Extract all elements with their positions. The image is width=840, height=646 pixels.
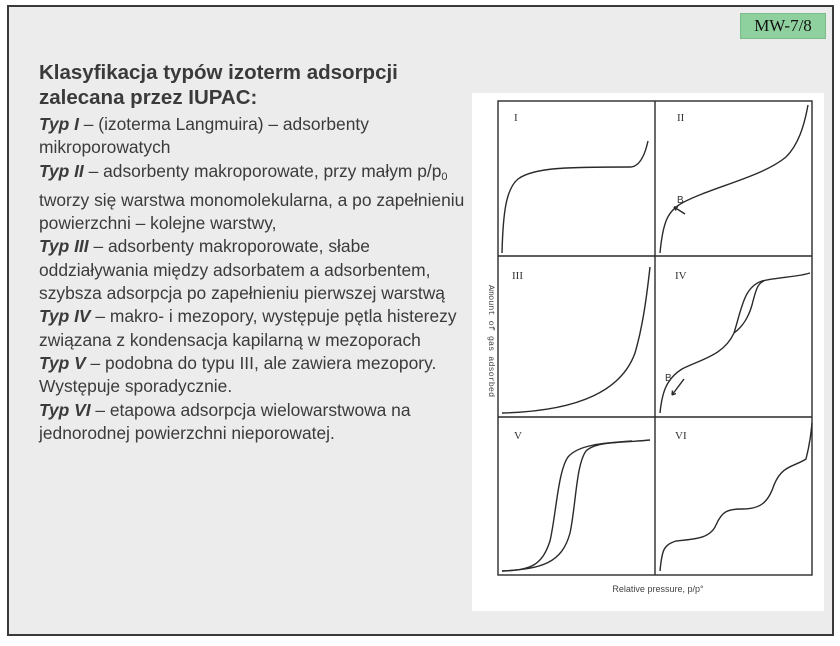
type-3-label: Typ III	[39, 236, 89, 257]
point-B-arrow-II	[673, 206, 686, 215]
type-3-text: – adsorbenty makroporowate, słabe oddzia…	[39, 236, 445, 304]
slide: MW-7/8 Klasyfikacja typów izoterm adsorp…	[7, 5, 834, 636]
type-2-item: Typ II – adsorbenty makroporowate, przy …	[39, 160, 469, 236]
point-label-B-II: B	[677, 195, 684, 206]
isotherm-curve-I	[501, 140, 649, 254]
type-2-text: – adsorbenty makroporowate, przy małym p…	[83, 160, 442, 181]
type-6-label: Typ VI	[39, 399, 91, 420]
y-axis-label: Amount of gas adsorbed	[486, 285, 496, 397]
type-4-label: Typ IV	[39, 306, 91, 327]
x-axis-label: Relative pressure, p/p°	[612, 584, 704, 594]
type-6-text: – etapowa adsorpcja wielowarstwowa na je…	[39, 399, 411, 443]
type-1-item: Typ I – (izoterma Langmuira) – adsorbent…	[39, 113, 469, 160]
type-5-label: Typ V	[39, 352, 86, 373]
isotherm-curve-IV-desorption	[733, 280, 765, 334]
isotherm-diagram: I II III IV V VI B B Amount of gas adsor…	[486, 100, 813, 594]
type-2-label: Typ II	[39, 160, 84, 181]
type-3-item: Typ III – adsorbenty makroporowate, słab…	[39, 235, 469, 305]
slide-number-badge: MW-7/8	[740, 13, 826, 39]
type-5-item: Typ V – podobna do typu III, ale zawiera…	[39, 352, 469, 399]
panel-label-I: I	[514, 112, 518, 124]
isotherm-figure: I II III IV V VI B B Amount of gas adsor…	[472, 93, 824, 611]
isotherm-curve-VI	[659, 422, 813, 572]
isotherm-type-list: Typ I – (izoterma Langmuira) – adsorbent…	[39, 113, 469, 445]
isotherm-curve-V-desorption	[501, 440, 633, 572]
isotherm-curve-II	[659, 104, 809, 254]
type-4-text: – makro- i mezopory, występuje pętla his…	[39, 306, 457, 350]
isotherm-curve-V-adsorption	[501, 439, 651, 572]
type-1-text: – (izoterma Langmuira) – adsorbenty mikr…	[39, 114, 369, 158]
point-label-B-IV: B	[665, 373, 672, 384]
slide-title: Klasyfikacja typów izoterm adsorpcji zal…	[39, 61, 398, 109]
panel-label-VI: VI	[675, 430, 687, 442]
type-2-text-after: tworzy się warstwa monomolekularna, a po…	[39, 189, 465, 234]
panel-label-III: III	[512, 270, 523, 282]
panel-label-V: V	[514, 430, 522, 442]
type-5-text: – podobna do typu III, ale zawiera mezop…	[39, 352, 437, 397]
type-2-subscript: 0	[441, 170, 448, 183]
isotherm-curve-IV-adsorption	[659, 272, 811, 414]
point-B-arrowhead-II	[673, 206, 678, 211]
type-4-item: Typ IV – makro- i mezopory, występuje pę…	[39, 305, 469, 352]
panel-label-II: II	[677, 112, 685, 124]
type-1-label: Typ I	[39, 114, 79, 134]
panel-label-IV: IV	[675, 270, 687, 282]
isotherm-curve-III	[501, 266, 651, 414]
type-6-item: Typ VI – etapowa adsorpcja wielowarstwow…	[39, 399, 469, 446]
point-B-arrowhead-IV	[671, 390, 677, 396]
point-B-arrow-IV	[671, 378, 685, 396]
